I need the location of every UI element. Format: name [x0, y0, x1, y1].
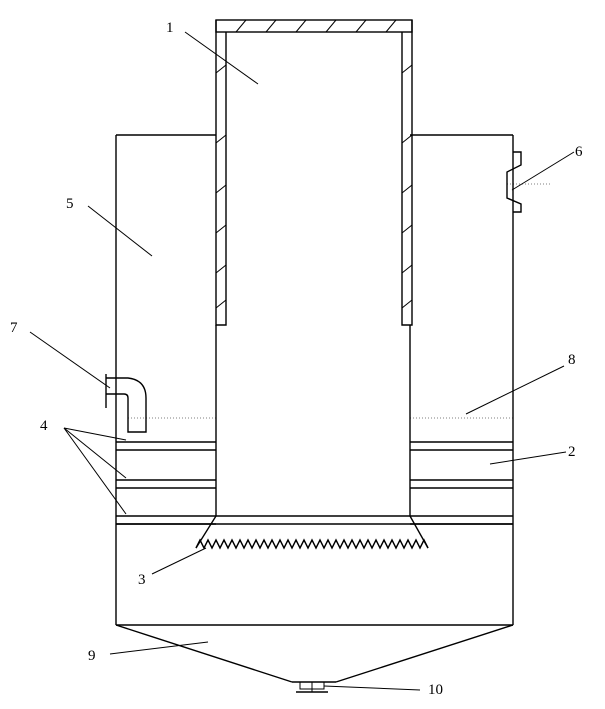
label-3: 3	[138, 572, 146, 588]
outlet-fitting	[506, 151, 552, 213]
label-2: 2	[568, 444, 576, 460]
label-8: 8	[568, 352, 576, 368]
hood-hatching	[215, 19, 413, 309]
serrated-skirt	[195, 515, 429, 550]
label-10: 10	[428, 682, 443, 698]
inlet-pipe	[105, 374, 147, 433]
conical-hopper	[115, 624, 514, 683]
central-hood	[215, 19, 413, 326]
label-9: 9	[88, 648, 96, 664]
label-1: 1	[166, 20, 174, 36]
outer-vessel	[115, 134, 514, 625]
label-6: 6	[575, 144, 583, 160]
part-labels: 1 2 3 4 5 6 7 8 9 10	[10, 20, 583, 698]
plate-bands-right	[410, 441, 513, 525]
label-4: 4	[40, 418, 48, 434]
label-7: 7	[10, 320, 18, 336]
inner-tube	[215, 325, 411, 516]
label-5: 5	[66, 196, 74, 212]
drain-valve	[296, 681, 328, 693]
plate-bands-left	[116, 441, 216, 525]
leader-lines	[29, 31, 575, 691]
